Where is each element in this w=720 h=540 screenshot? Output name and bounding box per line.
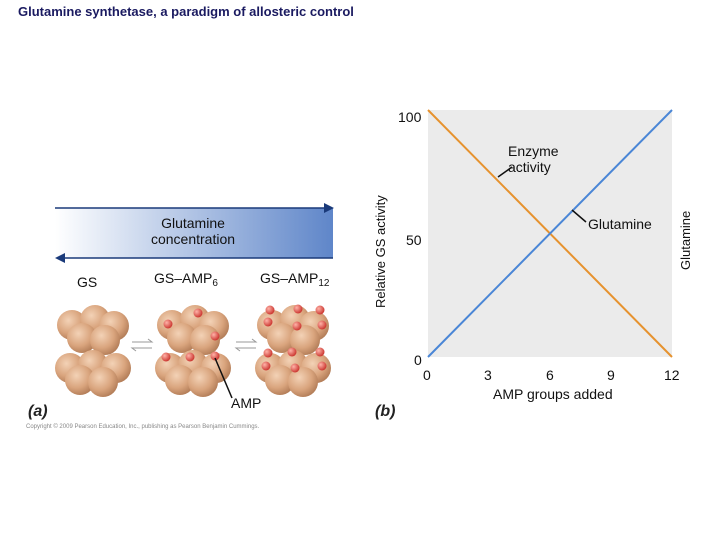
equilibrium-arrows-1 bbox=[130, 338, 154, 352]
equilibrium-arrows-2 bbox=[234, 338, 258, 352]
glutamine-concentration-label: Glutamine concentration bbox=[150, 215, 236, 247]
gs-amp6-form-label: GS–AMP6 bbox=[154, 270, 218, 289]
concentration-gradient-band bbox=[55, 208, 333, 258]
x-tick-9: 9 bbox=[607, 367, 615, 383]
glutamine-label-leader bbox=[571, 209, 587, 223]
copyright-notice: Copyright © 2009 Pearson Education, Inc.… bbox=[26, 424, 260, 430]
gs-amp6-form-label-sub: 6 bbox=[212, 278, 218, 289]
gs-amp6-amp-groups bbox=[161, 308, 220, 362]
series-layer bbox=[427, 109, 673, 358]
y-tick-100: 100 bbox=[398, 109, 422, 125]
gs-amp12-amp-groups bbox=[261, 304, 327, 373]
x-tick-12: 12 bbox=[664, 367, 680, 383]
concentration-arrowhead-right bbox=[324, 203, 334, 213]
gs-amp12-form-label-sub: 12 bbox=[318, 278, 330, 289]
y-tick-50: 50 bbox=[406, 232, 422, 248]
activity-chart bbox=[427, 109, 673, 358]
gs-amp12-form-label: GS–AMP12 bbox=[260, 270, 330, 289]
concentration-arrowhead-left bbox=[55, 253, 65, 263]
y-tick-0: 0 bbox=[414, 352, 422, 368]
amp-label: AMP bbox=[231, 395, 262, 411]
gs-amp6-form-label-base: GS–AMP bbox=[154, 270, 213, 286]
enzyme-label-leader bbox=[497, 166, 513, 178]
x-tick-3: 3 bbox=[484, 367, 492, 383]
x-tick-6: 6 bbox=[546, 367, 554, 383]
gs-amp6-cluster bbox=[155, 305, 231, 397]
gs-amp12-cluster bbox=[255, 305, 331, 397]
panel-a-letter: (a) bbox=[28, 403, 48, 420]
y-axis-label: Relative GS activity bbox=[373, 195, 388, 308]
y-axis-label-right: Glutamine bbox=[678, 210, 693, 270]
glutamine-series-label: Glutamine bbox=[588, 216, 652, 232]
gs-amp12-form-label-base: GS–AMP bbox=[260, 270, 319, 286]
enzyme-activity-label: Enzyme activity bbox=[508, 143, 559, 175]
x-tick-0: 0 bbox=[423, 367, 431, 383]
x-axis-label: AMP groups added bbox=[493, 386, 613, 402]
gs-form-label-base: GS bbox=[77, 274, 98, 290]
gs-form-label: GS bbox=[77, 274, 97, 290]
slide-title: Glutamine synthetase, a paradigm of allo… bbox=[18, 4, 354, 19]
panel-b-letter: (b) bbox=[375, 403, 396, 420]
gs-cluster bbox=[55, 305, 131, 397]
series-line-glutamine bbox=[427, 109, 673, 358]
amp-leader-line bbox=[214, 357, 233, 399]
